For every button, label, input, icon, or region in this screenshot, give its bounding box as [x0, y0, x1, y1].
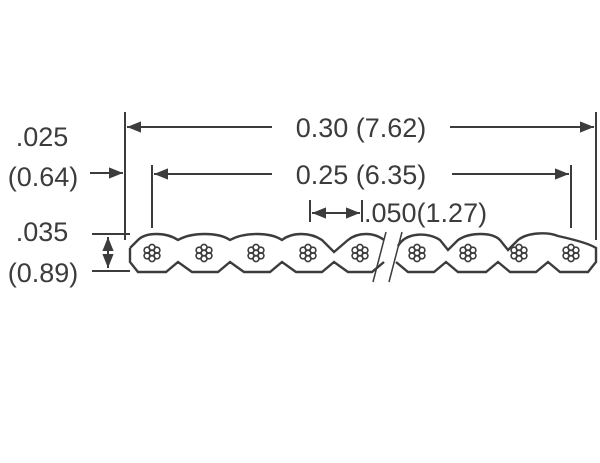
- edge-margin-mm-label: (0.64): [8, 162, 79, 192]
- conductor-4: [300, 244, 316, 261]
- conductor-7: [460, 244, 476, 261]
- thickness-inch-label: .035: [16, 217, 69, 247]
- conductor-span-label: 0.25 (6.35): [296, 160, 427, 190]
- thickness-mm-label: (0.89): [8, 258, 79, 288]
- conductor-3: [248, 244, 264, 261]
- pitch-label: .050(1.27): [364, 198, 487, 228]
- overall-width-label: 0.30 (7.62): [296, 113, 427, 143]
- conductor-5: [352, 244, 368, 261]
- cable-right-conductors: [409, 244, 579, 261]
- conductor-6: [409, 244, 425, 261]
- break-symbol: [372, 231, 403, 283]
- conductor-9: [563, 244, 579, 261]
- conductor-8: [511, 244, 527, 261]
- conductor-2: [196, 244, 212, 261]
- cable-left-segment: [128, 232, 385, 274]
- edge-margin-inch-label: .025: [16, 122, 69, 152]
- cable-right-segment: [395, 232, 598, 274]
- conductor-1: [144, 244, 160, 261]
